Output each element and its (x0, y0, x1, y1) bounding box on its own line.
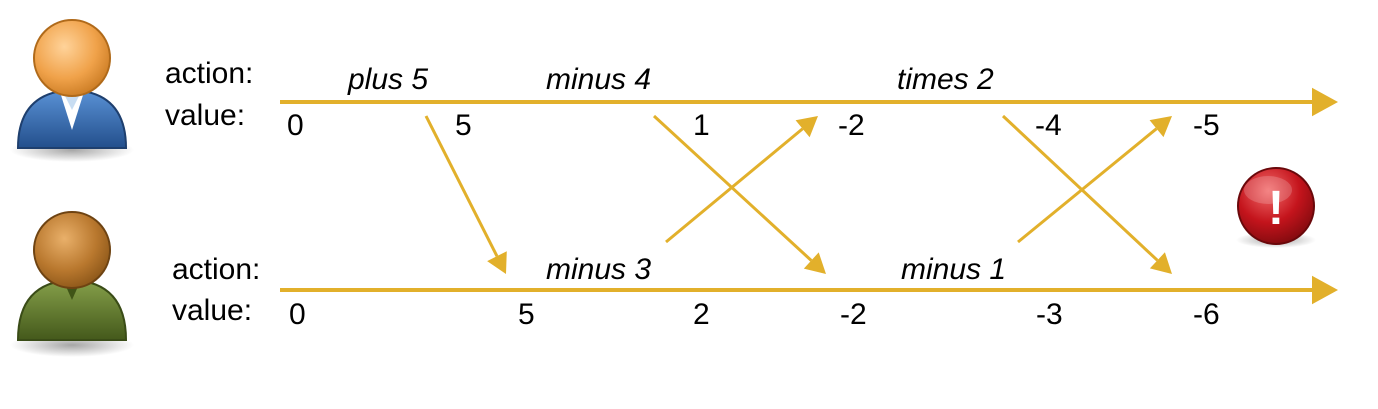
sync-arrow (1001, 114, 1172, 274)
user-avatar-green-icon (10, 211, 134, 357)
row1-action-plus: plus 5 (348, 63, 429, 96)
row1-value: -2 (838, 109, 865, 142)
row1-value: 0 (287, 109, 304, 142)
row1-value: 1 (693, 109, 710, 142)
sync-arrow (652, 114, 826, 274)
row1-value: 5 (455, 109, 472, 142)
row1-value: -4 (1035, 109, 1062, 142)
sync-arrow (665, 116, 818, 244)
row2-value: -2 (840, 298, 867, 331)
row1-action-label: action: (165, 57, 254, 90)
user-avatar-blue-icon (10, 19, 134, 162)
row2-timeline-arrow (280, 275, 1338, 305)
timelines (280, 87, 1338, 305)
row2-value: 0 (289, 298, 306, 331)
row2-action-minus3: minus 3 (546, 253, 652, 286)
row2-value-label: value: (172, 294, 253, 327)
row1-action-minus: minus 4 (546, 63, 652, 96)
row1-action-times: times 2 (897, 63, 994, 96)
row1-value: -5 (1193, 109, 1220, 142)
alert-exclamation-icon: ! (1236, 167, 1316, 248)
row2-value: 5 (518, 298, 535, 331)
row2-value: -6 (1193, 298, 1220, 331)
row1-timeline-arrow (280, 87, 1338, 117)
alert-symbol: ! (1268, 182, 1284, 235)
sync-arrow (424, 115, 507, 274)
row2-value: 2 (693, 298, 710, 331)
row2-action-minus1: minus 1 (901, 253, 1007, 286)
sync-arrow (1017, 116, 1172, 244)
row1-value-label: value: (165, 99, 246, 132)
cross-arrows (424, 114, 1172, 274)
row2-value: -3 (1036, 298, 1063, 331)
row2-action-label: action: (172, 253, 261, 286)
